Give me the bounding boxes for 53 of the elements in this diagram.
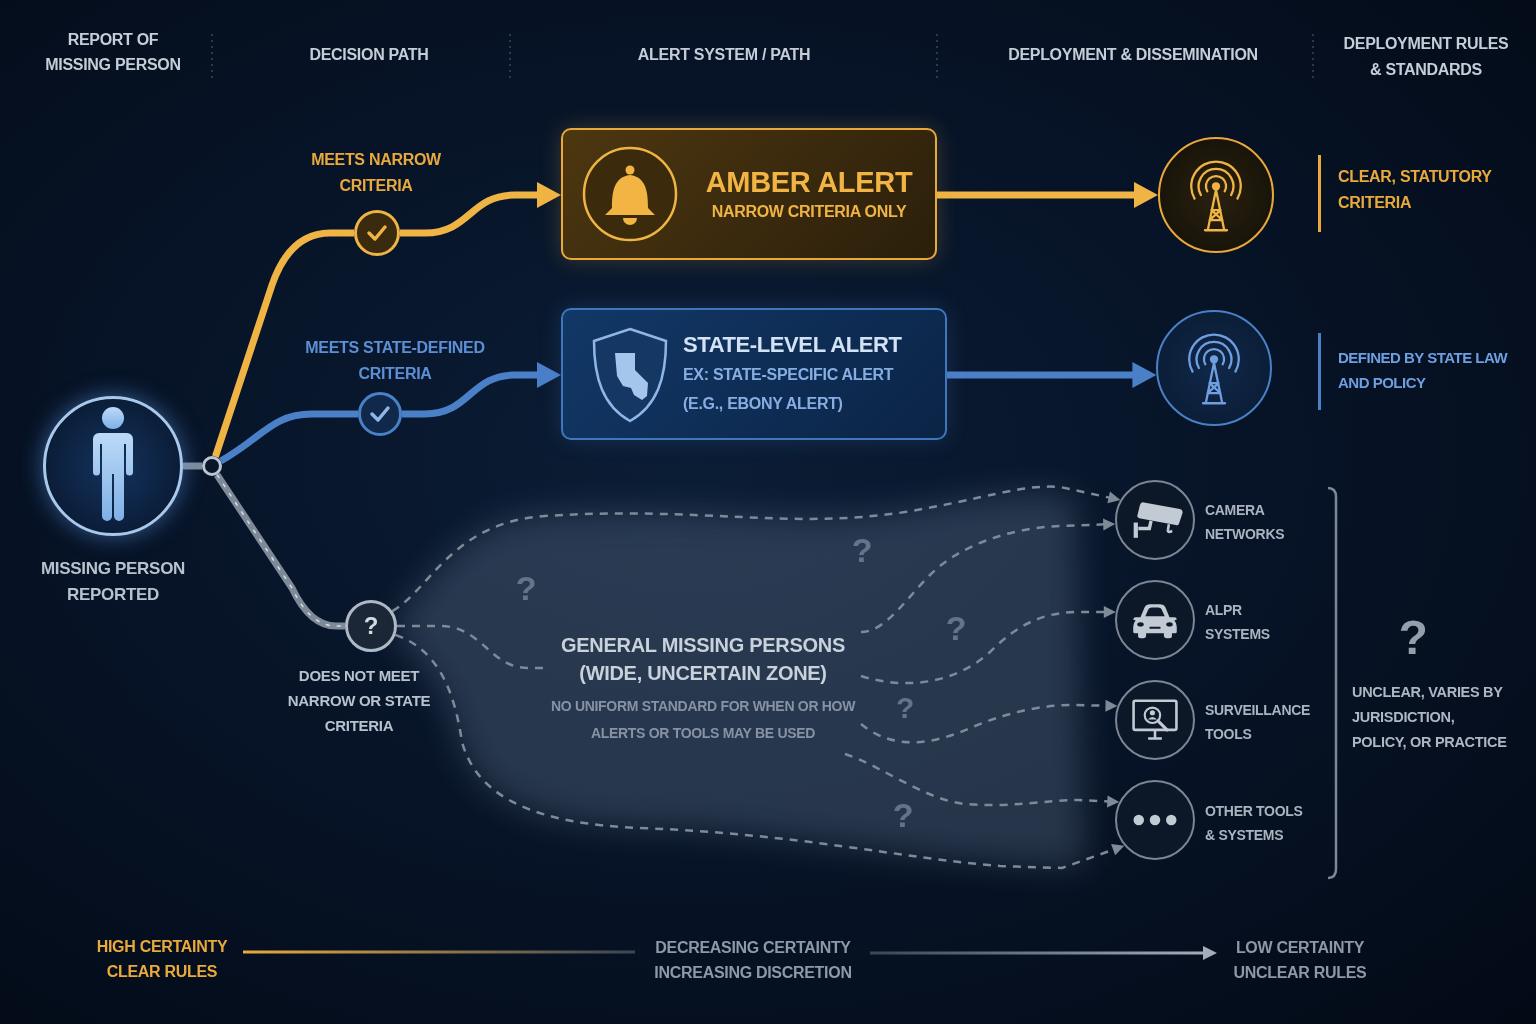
question-mark: ?	[891, 795, 915, 835]
arrow	[947, 362, 1157, 388]
question-mark: ?	[1397, 610, 1429, 666]
column-header: DECISION PATH	[308, 45, 430, 65]
certainty-label: DECREASING CERTAINTY INCREASING DISCRETION	[653, 938, 853, 983]
alert-title: AMBER ALERT	[705, 165, 913, 199]
question-mark: ?	[850, 530, 874, 570]
tool-label: OTHER TOOLS & SYSTEMS	[1205, 802, 1304, 845]
checkpoint-node	[354, 210, 400, 256]
alert-card	[561, 128, 937, 260]
start-node	[43, 396, 183, 536]
certainty-label: LOW CERTAINTY UNCLEAR RULES	[1232, 938, 1368, 983]
alert-card	[561, 308, 947, 440]
rule-note: CLEAR, STATUTORY CRITERIA	[1338, 167, 1493, 213]
column-header: REPORT OF MISSING PERSON	[44, 30, 182, 75]
tool-label: CAMERA NETWORKS	[1205, 501, 1286, 544]
connector-line	[212, 229, 354, 458]
question-mark: ?	[944, 608, 968, 648]
dashed-arrow	[394, 633, 1125, 870]
path-condition: MEETS STATE-DEFINED CRITERIA	[304, 338, 486, 384]
arrow	[400, 182, 561, 237]
junction-node	[202, 456, 222, 476]
alert-subtitle: EX: STATE-SPECIFIC ALERT (E.G., EBONY ALERT)	[683, 365, 895, 414]
dashed-arrow	[860, 518, 1116, 634]
dashed-arrow	[860, 606, 1116, 685]
tool-label: ALPR SYSTEMS	[1205, 601, 1271, 644]
dashed-arrow	[391, 485, 1121, 613]
dashed-arrow	[844, 752, 1120, 808]
question-mark: ?	[514, 568, 538, 608]
path-condition: MEETS NARROW CRITERIA	[310, 150, 442, 196]
column-header: DEPLOYMENT RULES & STANDARDS	[1342, 34, 1510, 80]
question-mark: ?	[363, 613, 379, 639]
uncertain-checkpoint-node	[345, 600, 397, 652]
tool-label: SURVEILLANCE TOOLS	[1205, 701, 1312, 744]
column-header: DEPLOYMENT & DISSEMINATION	[1007, 45, 1259, 65]
zone-description: NO UNIFORM STANDARD FOR WHEN OR HOW ALERTS OR TOOLS MAY BE USED	[549, 697, 857, 743]
rule-note: UNCLEAR, VARIES BY JURISDICTION, POLICY, OR PRACTICE	[1352, 683, 1508, 752]
dashed-arrow	[860, 699, 1118, 744]
checkpoint-node	[358, 392, 402, 436]
column-header: ALERT SYSTEM / PATH	[636, 45, 812, 65]
arrow	[937, 182, 1158, 208]
alert-subtitle: NARROW CRITERIA ONLY	[711, 202, 907, 222]
zone-title: GENERAL MISSING PERSONS (WIDE, UNCERTAIN ZONE)	[560, 633, 846, 686]
question-mark: ?	[895, 690, 915, 726]
certainty-label: HIGH CERTAINTY CLEAR RULES	[95, 937, 229, 982]
alert-title: STATE-LEVEL ALERT	[683, 331, 903, 359]
arrow	[402, 362, 561, 418]
connector-line	[218, 410, 358, 464]
connector-line	[183, 462, 202, 470]
dashed-connector-line	[397, 624, 545, 670]
rule-note: DEFINED BY STATE LAW AND POLICY	[1338, 348, 1509, 393]
path-condition: DOES NOT MEET NARROW OR STATE CRITERIA	[286, 666, 432, 736]
node-caption: MISSING PERSON REPORTED	[39, 558, 187, 606]
